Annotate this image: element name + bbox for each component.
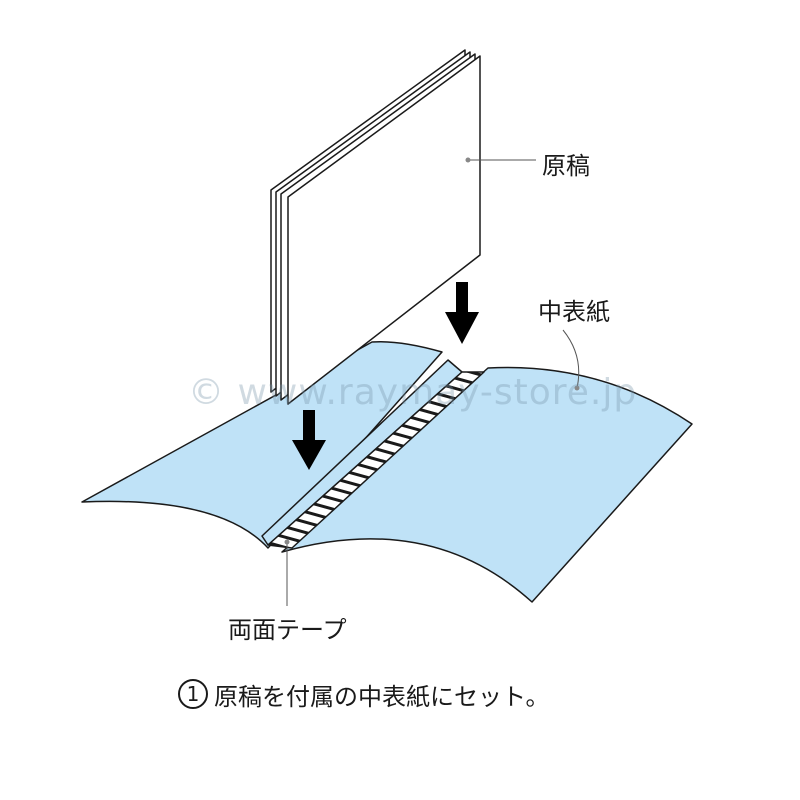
tape-stripe <box>268 539 299 548</box>
down-arrow-icon <box>292 410 326 470</box>
step-number-badge: 1 <box>178 679 208 709</box>
inner-cover-right-page <box>281 366 693 603</box>
step-caption-text: 原稿を付属の中表紙にセット。 <box>214 682 550 711</box>
label-manuscript: 原稿 <box>542 152 590 180</box>
tape-stripe <box>455 372 484 380</box>
leader-tape <box>284 539 290 606</box>
label-inner-cover: 中表紙 <box>538 298 610 326</box>
watermark: © www.raymay-store.jp <box>188 372 638 413</box>
step-caption: 1 原稿を付属の中表紙にセット。 <box>178 676 550 712</box>
leader-manuscript <box>465 157 536 163</box>
down-arrow-icon <box>445 282 479 344</box>
manuscript-sheet-front <box>287 55 481 405</box>
leader-inner-cover <box>562 329 580 391</box>
inner-cover-left-page <box>81 340 443 549</box>
manuscript-stack <box>270 49 481 405</box>
label-double-sided-tape: 両面テープ <box>228 616 347 644</box>
